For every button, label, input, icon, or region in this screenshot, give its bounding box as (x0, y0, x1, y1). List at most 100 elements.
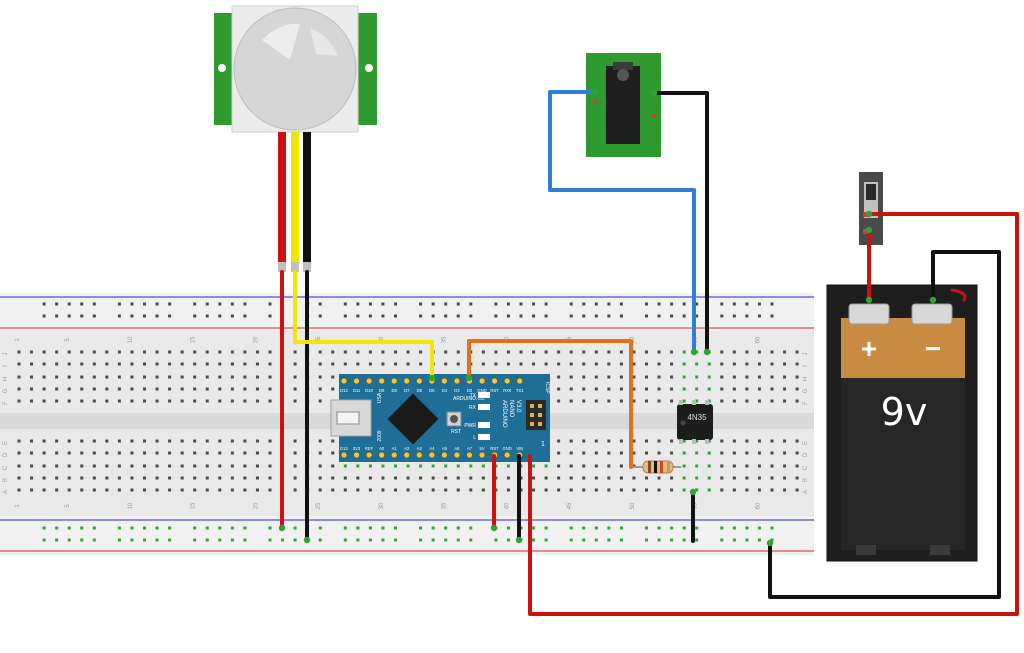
rail-hole[interactable] (757, 314, 761, 318)
rail-hole[interactable] (657, 538, 661, 542)
rail-hole[interactable] (80, 526, 84, 530)
breadboard-hole[interactable] (293, 439, 297, 443)
breadboard-hole[interactable] (670, 362, 674, 366)
breadboard-hole[interactable] (80, 488, 84, 492)
rail-hole[interactable] (770, 314, 774, 318)
breadboard-hole[interactable] (17, 451, 21, 455)
rail-hole[interactable] (594, 526, 598, 530)
breadboard-hole[interactable] (594, 488, 598, 492)
breadboard-hole[interactable] (695, 488, 699, 492)
breadboard-hole[interactable] (17, 488, 21, 492)
breadboard-hole[interactable] (582, 476, 586, 480)
breadboard-hole[interactable] (92, 362, 96, 366)
rail-hole[interactable] (494, 538, 498, 542)
breadboard-hole[interactable] (406, 476, 410, 480)
rail-hole[interactable] (645, 302, 648, 306)
breadboard-hole[interactable] (594, 451, 598, 455)
rail-hole[interactable] (770, 302, 774, 306)
rail-hole[interactable] (130, 302, 134, 306)
rail-hole[interactable] (343, 302, 347, 306)
breadboard-hole[interactable] (143, 350, 146, 354)
breadboard-hole[interactable] (632, 439, 636, 443)
breadboard-hole[interactable] (331, 464, 335, 468)
rail-hole[interactable] (243, 526, 247, 530)
breadboard-hole[interactable] (293, 375, 297, 379)
breadboard-hole[interactable] (745, 488, 749, 492)
breadboard-hole[interactable] (494, 350, 498, 354)
breadboard-hole[interactable] (607, 439, 611, 443)
breadboard-hole[interactable] (30, 375, 34, 379)
nano-pin[interactable] (453, 377, 461, 385)
rail-hole[interactable] (168, 538, 172, 542)
breadboard-hole[interactable] (55, 464, 59, 468)
breadboard-hole[interactable] (193, 464, 197, 468)
breadboard-hole[interactable] (243, 350, 247, 354)
rail-hole[interactable] (757, 526, 761, 530)
breadboard-hole[interactable] (645, 350, 648, 354)
breadboard-hole[interactable] (406, 464, 410, 468)
breadboard-hole[interactable] (318, 488, 322, 492)
rail-hole[interactable] (456, 538, 460, 542)
rail-hole[interactable] (381, 538, 385, 542)
breadboard-hole[interactable] (343, 362, 347, 366)
breadboard-hole[interactable] (80, 464, 84, 468)
breadboard-hole[interactable] (117, 488, 121, 492)
breadboard-hole[interactable] (368, 476, 372, 480)
breadboard-hole[interactable] (745, 399, 749, 403)
breadboard-hole[interactable] (80, 399, 84, 403)
breadboard-hole[interactable] (757, 464, 761, 468)
rail-hole[interactable] (130, 314, 134, 318)
rail-hole[interactable] (356, 526, 360, 530)
breadboard-hole[interactable] (795, 439, 799, 443)
breadboard-hole[interactable] (695, 375, 699, 379)
breadboard-hole[interactable] (30, 451, 34, 455)
breadboard-hole[interactable] (331, 375, 335, 379)
rail-hole[interactable] (117, 526, 121, 530)
breadboard-hole[interactable] (105, 399, 109, 403)
breadboard-hole[interactable] (42, 362, 46, 366)
breadboard-hole[interactable] (155, 399, 159, 403)
rail-hole[interactable] (494, 314, 498, 318)
breadboard-hole[interactable] (720, 350, 724, 354)
breadboard-hole[interactable] (155, 476, 159, 480)
rail-hole[interactable] (670, 526, 674, 530)
breadboard-hole[interactable] (293, 451, 297, 455)
breadboard-hole[interactable] (255, 350, 259, 354)
breadboard-hole[interactable] (795, 387, 799, 391)
rail-hole[interactable] (318, 314, 322, 318)
breadboard-hole[interactable] (557, 375, 561, 379)
breadboard-hole[interactable] (745, 464, 749, 468)
breadboard-hole[interactable] (645, 387, 648, 391)
rail-hole[interactable] (117, 538, 121, 542)
breadboard-hole[interactable] (243, 387, 247, 391)
breadboard-hole[interactable] (243, 464, 247, 468)
rail-hole[interactable] (720, 302, 724, 306)
nano-pin[interactable] (365, 377, 373, 385)
breadboard-hole[interactable] (645, 375, 648, 379)
breadboard-hole[interactable] (17, 362, 21, 366)
rail-hole[interactable] (55, 526, 59, 530)
breadboard-hole[interactable] (757, 350, 761, 354)
rail-hole[interactable] (368, 314, 372, 318)
breadboard-hole[interactable] (255, 387, 259, 391)
rail-hole[interactable] (419, 314, 423, 318)
rail-hole[interactable] (394, 302, 397, 306)
breadboard-hole[interactable] (607, 375, 611, 379)
rail-hole[interactable] (582, 526, 586, 530)
breadboard-hole[interactable] (55, 399, 59, 403)
breadboard-hole[interactable] (143, 439, 146, 443)
breadboard-hole[interactable] (130, 451, 134, 455)
breadboard-hole[interactable] (557, 451, 561, 455)
nano-pin[interactable] (390, 451, 398, 459)
breadboard-hole[interactable] (783, 362, 787, 366)
breadboard-hole[interactable] (42, 476, 46, 480)
breadboard-hole[interactable] (205, 350, 209, 354)
breadboard-hole[interactable] (569, 362, 573, 366)
breadboard-hole[interactable] (218, 399, 222, 403)
breadboard-hole[interactable] (757, 375, 761, 379)
breadboard-hole[interactable] (394, 476, 397, 480)
breadboard-hole[interactable] (143, 387, 146, 391)
rail-hole[interactable] (607, 526, 611, 530)
rail-hole[interactable] (695, 538, 699, 542)
breadboard-hole[interactable] (582, 362, 586, 366)
